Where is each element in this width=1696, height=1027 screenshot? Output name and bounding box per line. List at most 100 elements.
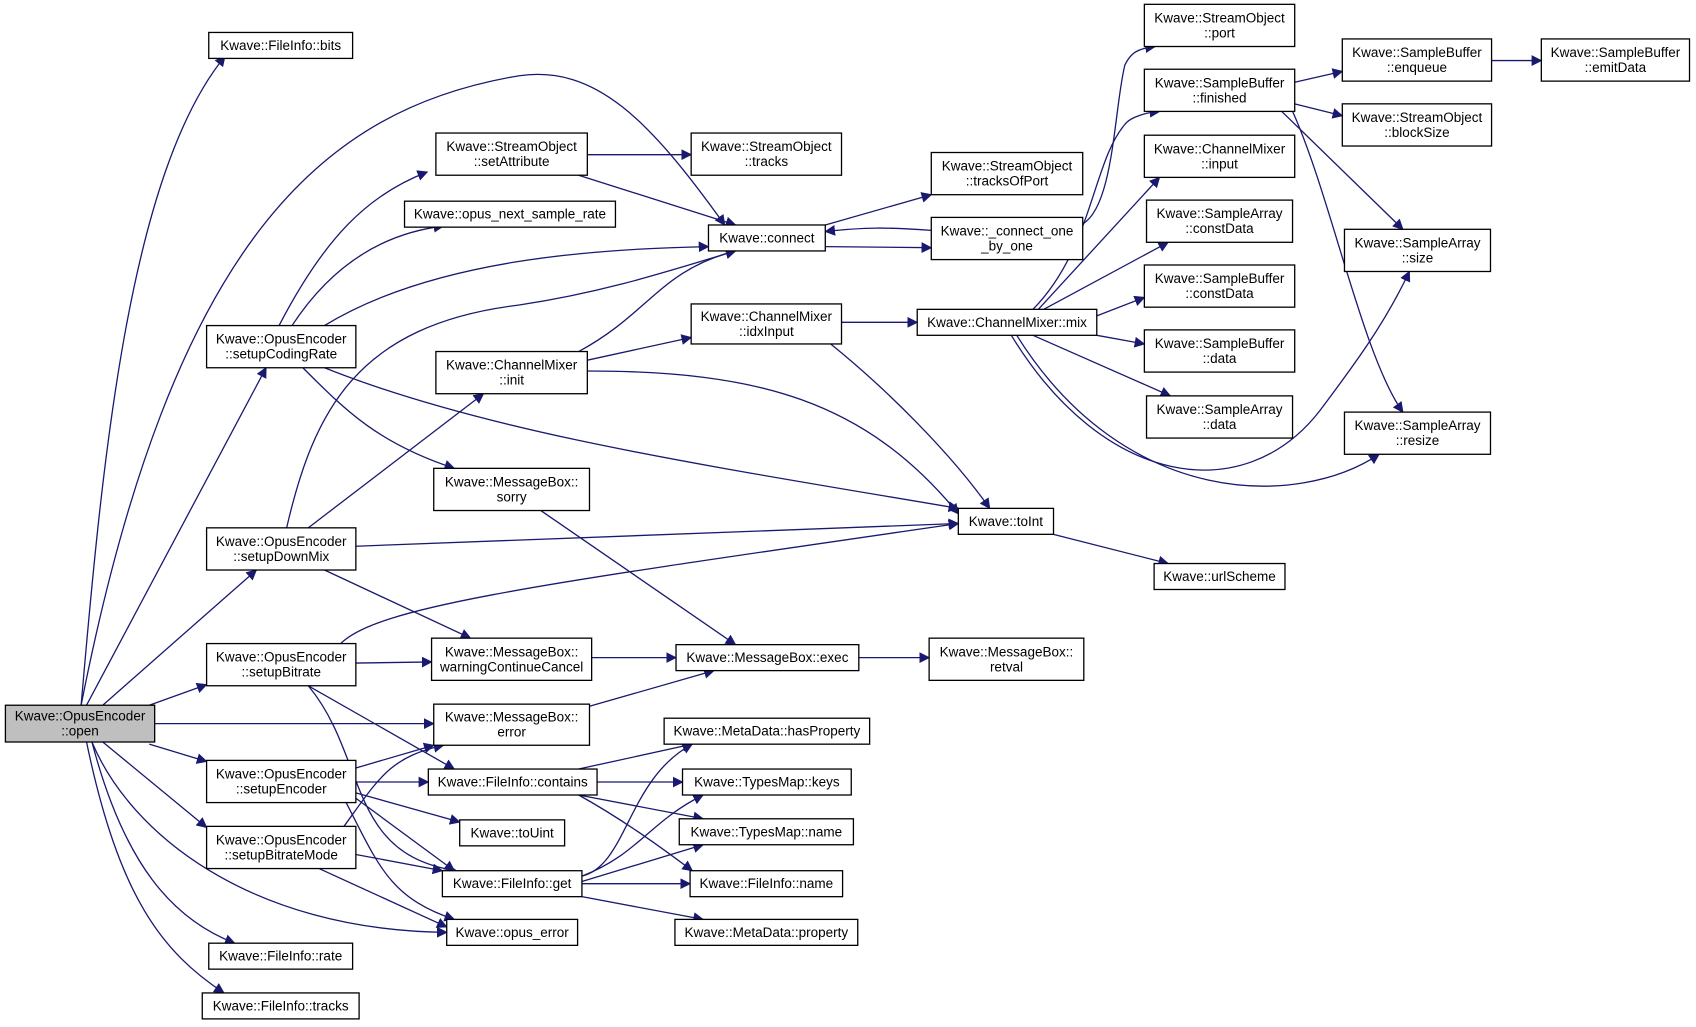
node-fi_get[interactable]: Kwave::FileInfo::get [441,870,583,898]
node-fi_name[interactable]: Kwave::FileInfo::name [689,870,844,898]
node-label: Kwave::connect [719,230,815,245]
node-sa_constData[interactable]: Kwave::SampleArray::constData [1145,199,1294,243]
node-box [201,992,360,1020]
node-sb_enqueue[interactable]: Kwave::SampleBuffer::enqueue [1341,38,1493,82]
edge-fi_get-to-tm_name [582,842,705,882]
edge-sb_finished-to-sa_size [1282,111,1404,231]
node-box [930,216,1084,261]
node-toUint[interactable]: Kwave::toUint [459,819,566,847]
edge-mb_error-to-mb_exec [589,668,715,707]
edge-setDownMix-to-mb_warn [324,570,472,639]
node-cm_input[interactable]: Kwave::ChannelMixer::input [1143,134,1296,179]
node-so_blockSize[interactable]: Kwave::StreamObject::blockSize [1341,103,1493,147]
node-tm_name[interactable]: Kwave::TypesMap::name [678,818,855,846]
edge-setEncoder-to-opus_error [346,803,456,922]
node-label: Kwave::StreamObject [1154,10,1285,25]
node-label: retval [990,659,1023,674]
node-mb_retval[interactable]: Kwave::MessageBox::retval [928,637,1085,681]
node-setBitrate[interactable]: Kwave::OpusEncoder::setupBitrate [205,642,357,687]
node-md_hasProp[interactable]: Kwave::MetaData::hasProperty [663,717,871,745]
node-mb_warn[interactable]: Kwave::MessageBox::warningContinueCancel [430,637,593,681]
node-label: sorry [497,489,527,504]
node-connect_one[interactable]: Kwave::_connect_one_by_one [930,216,1084,261]
node-label: Kwave::ChannelMixer [446,358,578,373]
node-setEncoder[interactable]: Kwave::OpusEncoder::setupEncoder [205,759,357,804]
node-so_setAttr[interactable]: Kwave::StreamObject::setAttribute [435,132,588,176]
node-cm_init[interactable]: Kwave::ChannelMixer::init [435,350,588,395]
node-box [1145,199,1294,243]
node-label: Kwave::_connect_one [941,224,1074,239]
node-connect[interactable]: Kwave::connect [707,224,826,252]
node-setBitrateMode[interactable]: Kwave::OpusEncoder::setupBitrateMode [205,825,357,870]
edge-root-to-setBitrateMode [103,742,208,829]
node-box [707,224,826,252]
edge-root-to-setCodingRate [87,366,267,705]
edge-setBitrateMode-to-opus_error [319,869,448,928]
node-label: ::input [1201,156,1238,171]
node-box [205,527,357,571]
node-label: Kwave::MessageBox:: [445,710,579,725]
node-mb_error[interactable]: Kwave::MessageBox::error [433,703,591,746]
node-label: Kwave::ChannelMixer [701,309,833,324]
edge-fi_contains-to-fi_name [579,795,694,872]
edge-setEncoder-to-fi_get [356,798,456,872]
edge-cm_init-to-cm_idx [587,334,693,360]
edge-toInt-to-urlScheme [1054,534,1170,567]
node-label: Kwave::FileInfo::name [700,876,834,891]
node-sa_size[interactable]: Kwave::SampleArray::size [1343,228,1492,273]
node-label: ::blockSize [1384,125,1449,140]
node-label: Kwave::FileInfo::tracks [213,998,349,1013]
node-fi_contains[interactable]: Kwave::FileInfo::contains [427,768,598,796]
edge-fi_contains-to-md_hasProp [579,740,694,769]
node-sa_data[interactable]: Kwave::SampleArray::data [1145,395,1294,439]
node-label: Kwave::TypesMap::name [691,824,843,839]
node-so_tracksOfPort[interactable]: Kwave::StreamObject::tracksOfPort [930,151,1084,196]
edge-setBitrateMode-to-fi_get [356,854,444,875]
node-label: Kwave::StreamObject [1352,110,1483,125]
node-cm_mix[interactable]: Kwave::ChannelMixer::mix [916,308,1098,336]
node-mb_sorry[interactable]: Kwave::MessageBox::sorry [433,467,591,512]
node-sb_finished[interactable]: Kwave::SampleBuffer::finished [1143,68,1296,113]
node-so_port[interactable]: Kwave::StreamObject::port [1143,3,1296,48]
node-label: ::setupDownMix [233,549,329,564]
edge-fi_get-to-tm_keys [582,795,705,876]
node-box [1145,395,1294,439]
node-sb_emitData[interactable]: Kwave::SampleBuffer::emitData [1540,38,1691,82]
node-label: Kwave::StreamObject [942,159,1073,174]
node-box [446,918,579,946]
node-box [1143,264,1296,308]
node-sb_constData[interactable]: Kwave::SampleBuffer::constData [1143,264,1296,308]
node-box [441,870,583,898]
node-label: Kwave::MessageBox:: [940,644,1074,659]
node-fi_tracks[interactable]: Kwave::FileInfo::tracks [201,992,360,1020]
node-label: Kwave::MessageBox:: [445,644,579,659]
edge-cm_mix-to-sb_constData [1097,295,1146,315]
node-label: ::data [1203,417,1237,432]
node-sb_data[interactable]: Kwave::SampleBuffer::data [1143,329,1296,373]
edge-cm_mix-to-sa_resize [1017,335,1380,486]
node-label: Kwave::SampleBuffer [1155,336,1285,351]
edge-cm_mix-to-sa_size [1011,270,1411,470]
node-box [435,132,588,176]
node-opus_error[interactable]: Kwave::opus_error [446,918,579,946]
node-label: Kwave::SampleBuffer [1352,45,1482,60]
node-fi_rate[interactable]: Kwave::FileInfo::rate [208,942,354,970]
node-urlScheme[interactable]: Kwave::urlScheme [1153,562,1286,591]
node-tm_keys[interactable]: Kwave::TypesMap::keys [681,768,852,796]
edge-setDownMix-to-toInt [356,518,960,547]
node-root[interactable]: Kwave::OpusEncoder::open [4,704,156,743]
node-so_tracks[interactable]: Kwave::StreamObject::tracks [690,132,843,176]
node-mb_exec[interactable]: Kwave::MessageBox::exec [675,644,860,672]
node-setCodingRate[interactable]: Kwave::OpusEncoder::setupCodingRate [205,324,357,369]
node-cm_idx[interactable]: Kwave::ChannelMixer::idxInput [690,303,843,345]
node-sa_resize[interactable]: Kwave::SampleArray::resize [1343,411,1492,455]
node-opus_next[interactable]: Kwave::opus_next_sample_rate [403,200,617,228]
node-toInt[interactable]: Kwave::toInt [957,507,1055,535]
node-label: ::constData [1185,221,1254,236]
node-fi_bits[interactable]: Kwave::FileInfo::bits [208,31,354,60]
edge-setCodingRate-to-toInt [324,368,960,513]
edge-setCodingRate-to-mb_sorry [303,368,456,471]
node-setDownMix[interactable]: Kwave::OpusEncoder::setupDownMix [205,527,357,571]
node-md_prop[interactable]: Kwave::MetaData::property [674,918,859,946]
node-label: ::setupBitrate [241,665,321,680]
